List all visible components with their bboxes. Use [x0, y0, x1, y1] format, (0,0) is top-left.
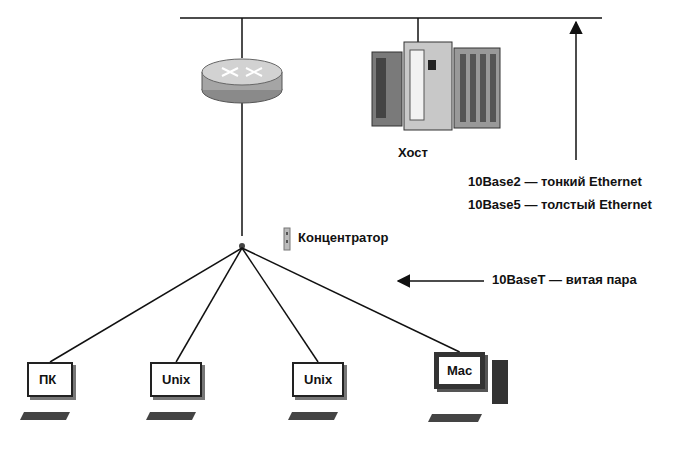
- media-label: 10Base5 — толстый Ethernet: [466, 197, 654, 212]
- host-drop: [417, 18, 419, 42]
- router-symbol: [202, 59, 282, 103]
- backbone-bus: [180, 17, 602, 19]
- media-label: 10Base2 — тонкий Ethernet: [466, 174, 644, 189]
- host-node: Хост: [360, 38, 510, 160]
- twisted-pair-pointer-arrow: [398, 280, 484, 282]
- router-drop: [241, 18, 243, 58]
- twisted-pair-cable: [176, 248, 242, 362]
- media-label: 10BaseT — витая пара: [490, 272, 639, 287]
- router-hub-wire: [241, 102, 243, 236]
- computer-monitor: Unix: [150, 362, 202, 397]
- twisted-pair-cable: [242, 248, 318, 362]
- computer-monitor: ПК: [27, 362, 73, 397]
- hub-symbol: [239, 228, 290, 250]
- twisted-pair-cable: [50, 248, 242, 362]
- node-label: Unix: [162, 372, 190, 387]
- computer-monitor: Unix: [292, 362, 344, 397]
- node-label: Концентратор: [298, 228, 388, 248]
- node-label: Mac: [447, 363, 472, 378]
- node-label: Хост: [398, 145, 510, 160]
- host-racks: [372, 42, 500, 130]
- node-label: ПК: [39, 372, 61, 387]
- computer-monitor: Mac: [434, 352, 485, 389]
- twisted-pair-cable: [242, 248, 460, 352]
- bus-pointer-arrow: [575, 22, 577, 160]
- node-label: Unix: [304, 372, 332, 387]
- hub-node: Концентратор: [234, 228, 388, 248]
